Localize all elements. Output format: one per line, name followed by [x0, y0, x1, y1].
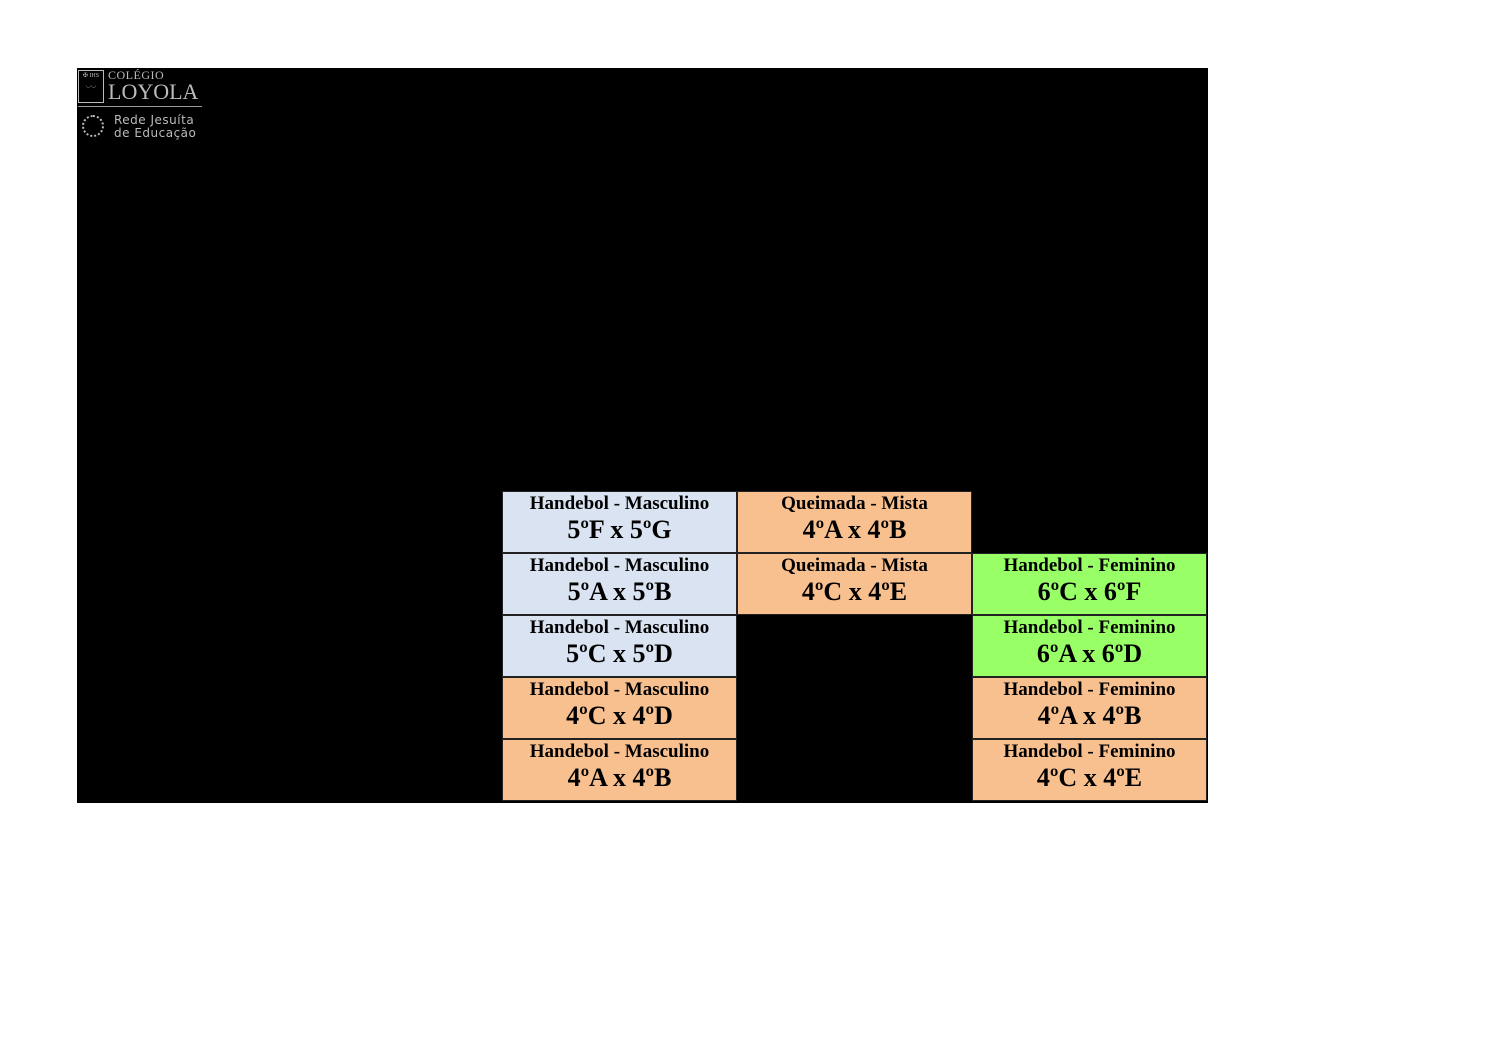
match-teams: 4ºA x 4ºB — [567, 763, 672, 792]
match-sport: Handebol - Masculino — [529, 679, 710, 700]
colegio-loyola-logo: ✠ IHS◡◡ COLÉGIO LOYOLA Rede Jesuíta de E… — [78, 69, 204, 149]
match-sport: Handebol - Feminino — [1003, 555, 1176, 576]
logo-school-name: LOYOLA — [108, 79, 199, 104]
logo-school-small: COLÉGIO — [108, 68, 165, 82]
match-teams: 4ºC x 4ºD — [566, 701, 673, 730]
match-sport: Handebol - Masculino — [529, 493, 710, 514]
match-teams: 4ºC x 4ºE — [801, 577, 908, 606]
match-teams: 5ºC x 5ºD — [566, 639, 673, 668]
match-teams: 4ºA x 4ºB — [802, 515, 907, 544]
match-sport: Handebol - Feminino — [1003, 617, 1176, 638]
match-teams: 6ºC x 6ºF — [1037, 577, 1142, 606]
crest-icon: ✠ IHS◡◡ — [78, 70, 104, 103]
match-teams: 4ºA x 4ºB — [1037, 701, 1142, 730]
match-sport: Handebol - Masculino — [529, 555, 710, 576]
match-sport: Handebol - Masculino — [529, 741, 710, 762]
jesuit-seal-icon — [82, 115, 104, 137]
match-sport: Queimada - Mista — [781, 555, 928, 576]
logo-network: Rede Jesuíta de Educação — [114, 114, 196, 140]
match-sport: Handebol - Feminino — [1003, 679, 1176, 700]
match-sport: Handebol - Feminino — [1003, 741, 1176, 762]
logo-network-line2: de Educação — [114, 126, 197, 140]
logo-divider — [78, 106, 202, 107]
match-teams: 5ºF x 5ºG — [567, 515, 672, 544]
match-teams: 6ºA x 6ºD — [1036, 639, 1143, 668]
logo-network-line1: Rede Jesuíta — [114, 113, 195, 127]
match-sport: Handebol - Masculino — [529, 617, 710, 638]
match-teams: 5ºA x 5ºB — [567, 577, 672, 606]
match-teams: 4ºC x 4ºE — [1036, 763, 1143, 792]
match-sport: Queimada - Mista — [781, 493, 928, 514]
